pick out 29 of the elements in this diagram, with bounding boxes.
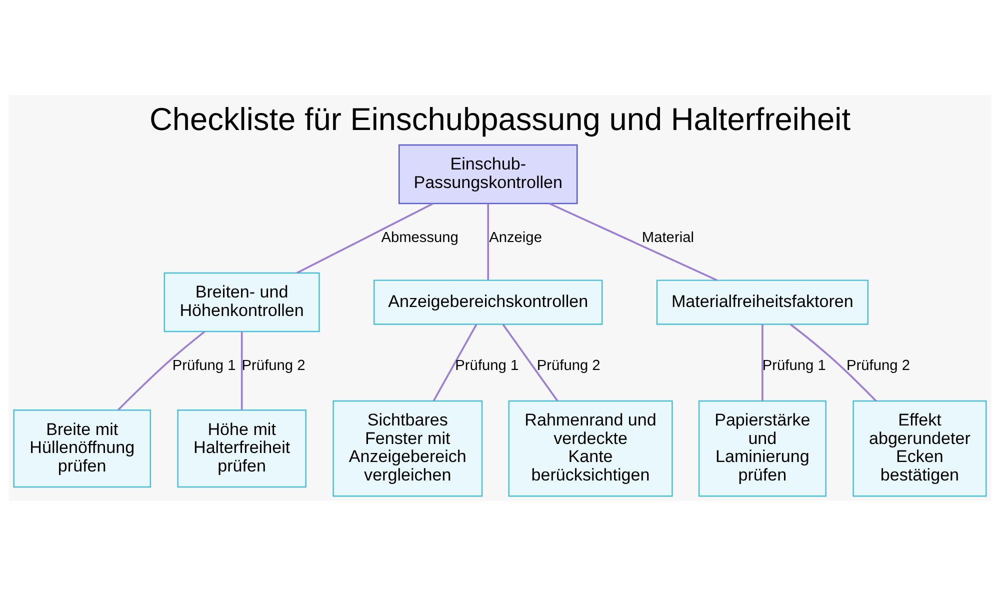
connector	[549, 202, 718, 282]
connector	[790, 324, 877, 402]
edge-label: Abmessung	[381, 230, 458, 246]
node-box: Sichtbares Fenster mit Anzeigebereich vergleichen	[332, 400, 483, 497]
edge-label: Anzeige	[489, 230, 542, 246]
edge-label: Prüfung 2	[242, 358, 306, 374]
node-box: Anzeigebereichskontrollen	[374, 280, 603, 325]
connector	[502, 324, 558, 402]
connector	[762, 324, 764, 401]
connector	[432, 324, 478, 402]
edge-label: Material	[642, 230, 694, 246]
node-box: Breiten- und Höhenkontrollen	[164, 272, 320, 332]
edge-label: Prüfung 2	[846, 358, 910, 374]
node-box: Höhe mit Halterfreiheit prüfen	[177, 410, 306, 488]
node-box: Breite mit Hüllenöffnung prüfen	[13, 410, 151, 488]
node-box: Papierstärke und Laminierung prüfen	[698, 400, 826, 497]
diagram-title: Checkliste für Einschubpassung und Halterfreiheit	[149, 101, 851, 138]
node-box: Rahmenrand und verdeckte Kante berücksichtigen	[508, 400, 673, 497]
connector	[117, 331, 205, 411]
edge-label: Prüfung 1	[172, 358, 236, 374]
node-box: Materialfreiheitsfaktoren	[656, 280, 868, 325]
connector	[296, 202, 434, 274]
node-box: Einschub- Passungskontrollen	[398, 144, 578, 204]
connector	[487, 204, 490, 280]
edge-label: Prüfung 1	[762, 358, 826, 374]
edge-label: Prüfung 1	[455, 358, 519, 374]
node-box: Effekt abgerundeter Ecken bestätigen	[852, 400, 987, 497]
connector	[240, 332, 243, 410]
edge-label: Prüfung 2	[536, 358, 600, 374]
